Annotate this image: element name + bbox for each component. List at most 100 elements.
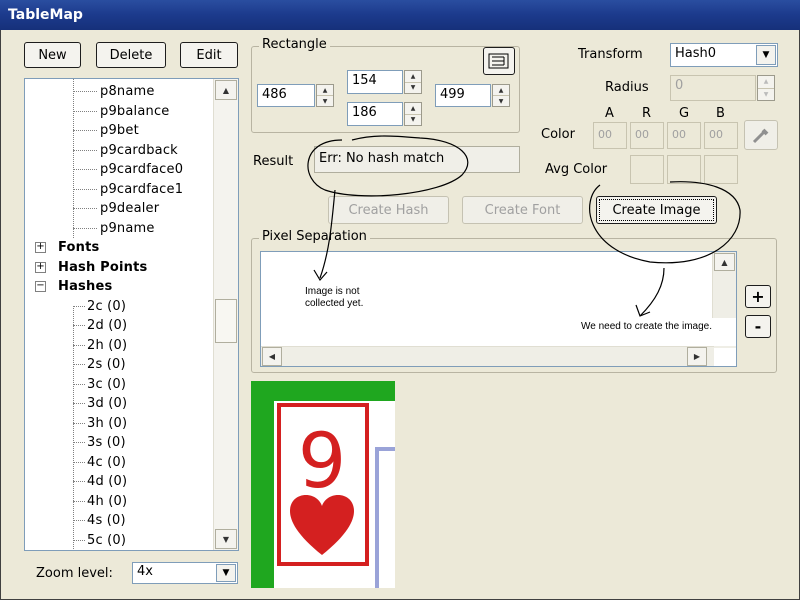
spin-down-icon[interactable]: ▼: [322, 97, 328, 105]
tree-item-hash[interactable]: 2c (0): [87, 298, 127, 314]
tree-connector: [73, 305, 85, 307]
zoom-level-value: 4x: [137, 564, 153, 579]
tree-item[interactable]: p9name: [100, 220, 155, 236]
tree-item-hash[interactable]: 4d (0): [87, 474, 128, 489]
radius-input[interactable]: 0: [670, 75, 756, 101]
tree-group[interactable]: Hashes: [58, 279, 113, 294]
add-separation-button[interactable]: +: [745, 285, 771, 308]
svg-text:9: 9: [298, 417, 346, 505]
rect-bottom-spinner[interactable]: ▲▼: [404, 102, 422, 126]
tree-connector: [73, 130, 97, 131]
tree-group[interactable]: Fonts: [58, 240, 100, 255]
zoom-level-select[interactable]: 4x ▼: [132, 562, 238, 584]
arrow-right-icon: ▶: [693, 352, 701, 361]
tree-item[interactable]: p9bet: [100, 123, 139, 138]
rect-right-input[interactable]: 499: [435, 84, 491, 107]
tree-connector: [73, 188, 97, 190]
create-font-button[interactable]: Create Font: [462, 196, 583, 224]
spin-up-icon[interactable]: ▲: [493, 85, 509, 96]
tree-connector: [73, 169, 97, 170]
tree-item-hash[interactable]: 3h (0): [87, 415, 128, 431]
rect-right-spinner[interactable]: ▲▼: [492, 84, 510, 107]
edit-button[interactable]: Edit: [180, 42, 238, 68]
color-channel-input[interactable]: 00: [667, 122, 701, 149]
zoom-dropdown-button[interactable]: ▼: [216, 564, 236, 582]
expand-icon[interactable]: +: [35, 260, 46, 273]
new-button[interactable]: New: [24, 42, 81, 68]
tree-group[interactable]: Hash Points: [58, 259, 148, 275]
tree-connector: [73, 520, 85, 521]
rect-left-spinner[interactable]: ▲▼: [316, 84, 334, 107]
tree-vertical-scrollbar[interactable]: ▲ ▼: [213, 79, 238, 550]
scroll-thumb[interactable]: [215, 299, 237, 343]
tree-item-hash[interactable]: 2d (0): [87, 318, 128, 333]
color-channel-input[interactable]: 00: [704, 122, 738, 149]
spin-up-icon[interactable]: ▲: [405, 71, 421, 83]
spin-up-icon[interactable]: ▲: [405, 103, 421, 115]
tree-connector: [73, 442, 85, 443]
spin-down-icon[interactable]: ▼: [410, 116, 416, 124]
transform-dropdown-button[interactable]: ▼: [756, 45, 776, 65]
tree-item-hash[interactable]: 5c (0): [87, 532, 127, 548]
chevron-down-icon: ▼: [762, 50, 770, 60]
avg-color-label: Avg Color: [545, 162, 608, 177]
rect-bottom-input[interactable]: 186: [347, 102, 403, 126]
scroll-up-button[interactable]: ▲: [215, 80, 237, 100]
rect-left-input[interactable]: 486: [257, 84, 315, 107]
rectangle-group: [251, 46, 520, 133]
color-channel-label: R: [642, 106, 652, 121]
radius-spinner[interactable]: ▲▼: [757, 75, 775, 101]
tree-item-hash[interactable]: 4h (0): [87, 493, 128, 509]
result-field: Err: No hash match: [314, 146, 520, 173]
color-channel-input[interactable]: 00: [593, 122, 627, 149]
scroll-up-button[interactable]: ▲: [714, 253, 735, 271]
color-channel-label: A: [605, 106, 614, 121]
expand-icon[interactable]: +: [35, 241, 46, 253]
annotation-note-create-image: We need to create the image.: [578, 318, 736, 346]
pick-rectangle-button[interactable]: [483, 47, 515, 75]
tree-item-hash[interactable]: 3c (0): [87, 376, 127, 392]
eyedropper-icon: [752, 128, 769, 144]
color-channel-input[interactable]: 00: [630, 122, 664, 149]
spin-down-icon[interactable]: ▼: [498, 97, 504, 105]
tree-item[interactable]: p9cardback: [100, 142, 178, 158]
tablemap-tree[interactable]: ▲ ▼ p8name p9balance p9bet p9cardback p9card…: [24, 78, 239, 551]
tree-item[interactable]: p9balance: [100, 103, 170, 119]
tree-item-hash[interactable]: 3d (0): [87, 396, 128, 411]
transform-value: Hash0: [675, 46, 717, 61]
spin-up-icon[interactable]: ▲: [758, 76, 774, 89]
pixel-view-horizontal-scrollbar[interactable]: ◀ ▶: [261, 346, 714, 366]
chevron-down-icon: ▼: [222, 568, 230, 578]
tree-item[interactable]: p9cardface1: [100, 181, 184, 197]
spin-up-icon[interactable]: ▲: [317, 85, 333, 96]
color-picker-button[interactable]: [744, 120, 778, 150]
tree-connector: [73, 422, 85, 424]
title-bar: TableMap: [0, 0, 800, 30]
spin-down-icon[interactable]: ▼: [763, 90, 769, 98]
tree-item-hash[interactable]: 4c (0): [87, 454, 127, 470]
tree-item-hash[interactable]: 3s (0): [87, 435, 126, 450]
tree-item-hash[interactable]: 4s (0): [87, 513, 126, 528]
transform-select[interactable]: Hash0 ▼: [670, 43, 778, 67]
scroll-right-button[interactable]: ▶: [687, 347, 707, 366]
remove-separation-button[interactable]: -: [745, 315, 771, 338]
create-image-button[interactable]: Create Image: [596, 196, 717, 224]
scroll-down-button[interactable]: ▼: [215, 529, 237, 549]
spin-down-icon[interactable]: ▼: [410, 84, 416, 92]
scroll-left-button[interactable]: ◀: [262, 347, 282, 366]
collapse-icon[interactable]: −: [35, 280, 46, 292]
tree-connector: [73, 383, 85, 385]
tree-item-hash[interactable]: 2h (0): [87, 337, 128, 353]
tree-item[interactable]: p9dealer: [100, 201, 160, 216]
zoom-level-label: Zoom level:: [36, 566, 113, 581]
rect-top-input[interactable]: 154: [347, 70, 403, 94]
arrow-up-icon: ▲: [721, 257, 728, 267]
tree-item[interactable]: p9cardface0: [100, 162, 184, 177]
tree-connector: [73, 227, 97, 229]
tree-item-hash[interactable]: 2s (0): [87, 357, 126, 372]
tree-item[interactable]: p8name: [100, 84, 155, 99]
avg-color-swatch-3: [704, 155, 738, 184]
create-hash-button[interactable]: Create Hash: [328, 196, 449, 224]
delete-button[interactable]: Delete: [96, 42, 166, 68]
rect-top-spinner[interactable]: ▲▼: [404, 70, 422, 94]
